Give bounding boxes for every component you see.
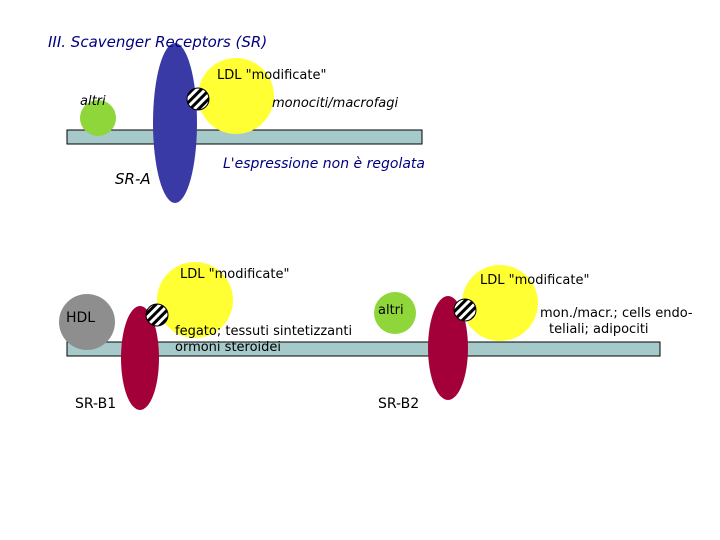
sr-b1-binding-site <box>145 303 169 327</box>
sr-a-cells-label: monociti/macrofagi <box>272 96 399 111</box>
sr-b1-tissues-line1: fegato; tessuti sintetizzanti <box>175 324 353 339</box>
sr-b1-ldl <box>157 262 233 338</box>
sr-b2-other-ligand <box>374 292 416 334</box>
sr-b1-ldl-label: LDL "modificate" <box>180 267 290 282</box>
sr-a-receptor-label: SR-A <box>115 170 151 188</box>
sr-b2-cells-line1: mon./macr.; cells endo- <box>540 306 693 321</box>
sr-b2-receptor-label: SR-B2 <box>378 396 420 412</box>
sr-b1-receptor <box>121 306 159 410</box>
sr-b1-tissues-line2: ormoni steroidei <box>175 340 282 355</box>
sr-b2-other-label: altri <box>378 303 404 318</box>
sr-a-ldl-label: LDL "modificate" <box>217 68 327 83</box>
sr-b1-receptor-label: SR-B1 <box>75 396 117 412</box>
sr-b2-ldl-label: LDL "modificate" <box>480 273 590 288</box>
sr-b2-binding-site <box>453 298 477 322</box>
sr-a-note: L'espressione non è regolata <box>223 156 425 172</box>
sr-a-other-label: altri <box>80 94 106 109</box>
sr-b1-hdl-ligand <box>59 294 115 350</box>
page-title: III. Scavenger Receptors (SR) <box>48 33 268 51</box>
sr-a-other-ligand <box>80 100 116 136</box>
membrane-bottom <box>66 341 661 357</box>
sr-b2-cells-line2: teliali; adipociti <box>549 322 649 337</box>
sr-b2-receptor <box>428 296 468 400</box>
sr-a-receptor <box>153 43 197 203</box>
sr-b2-ldl <box>462 265 538 341</box>
sr-b1-hdl-label: HDL <box>66 310 96 326</box>
sr-a-ldl <box>198 58 274 134</box>
sr-a-binding-site <box>186 87 210 111</box>
